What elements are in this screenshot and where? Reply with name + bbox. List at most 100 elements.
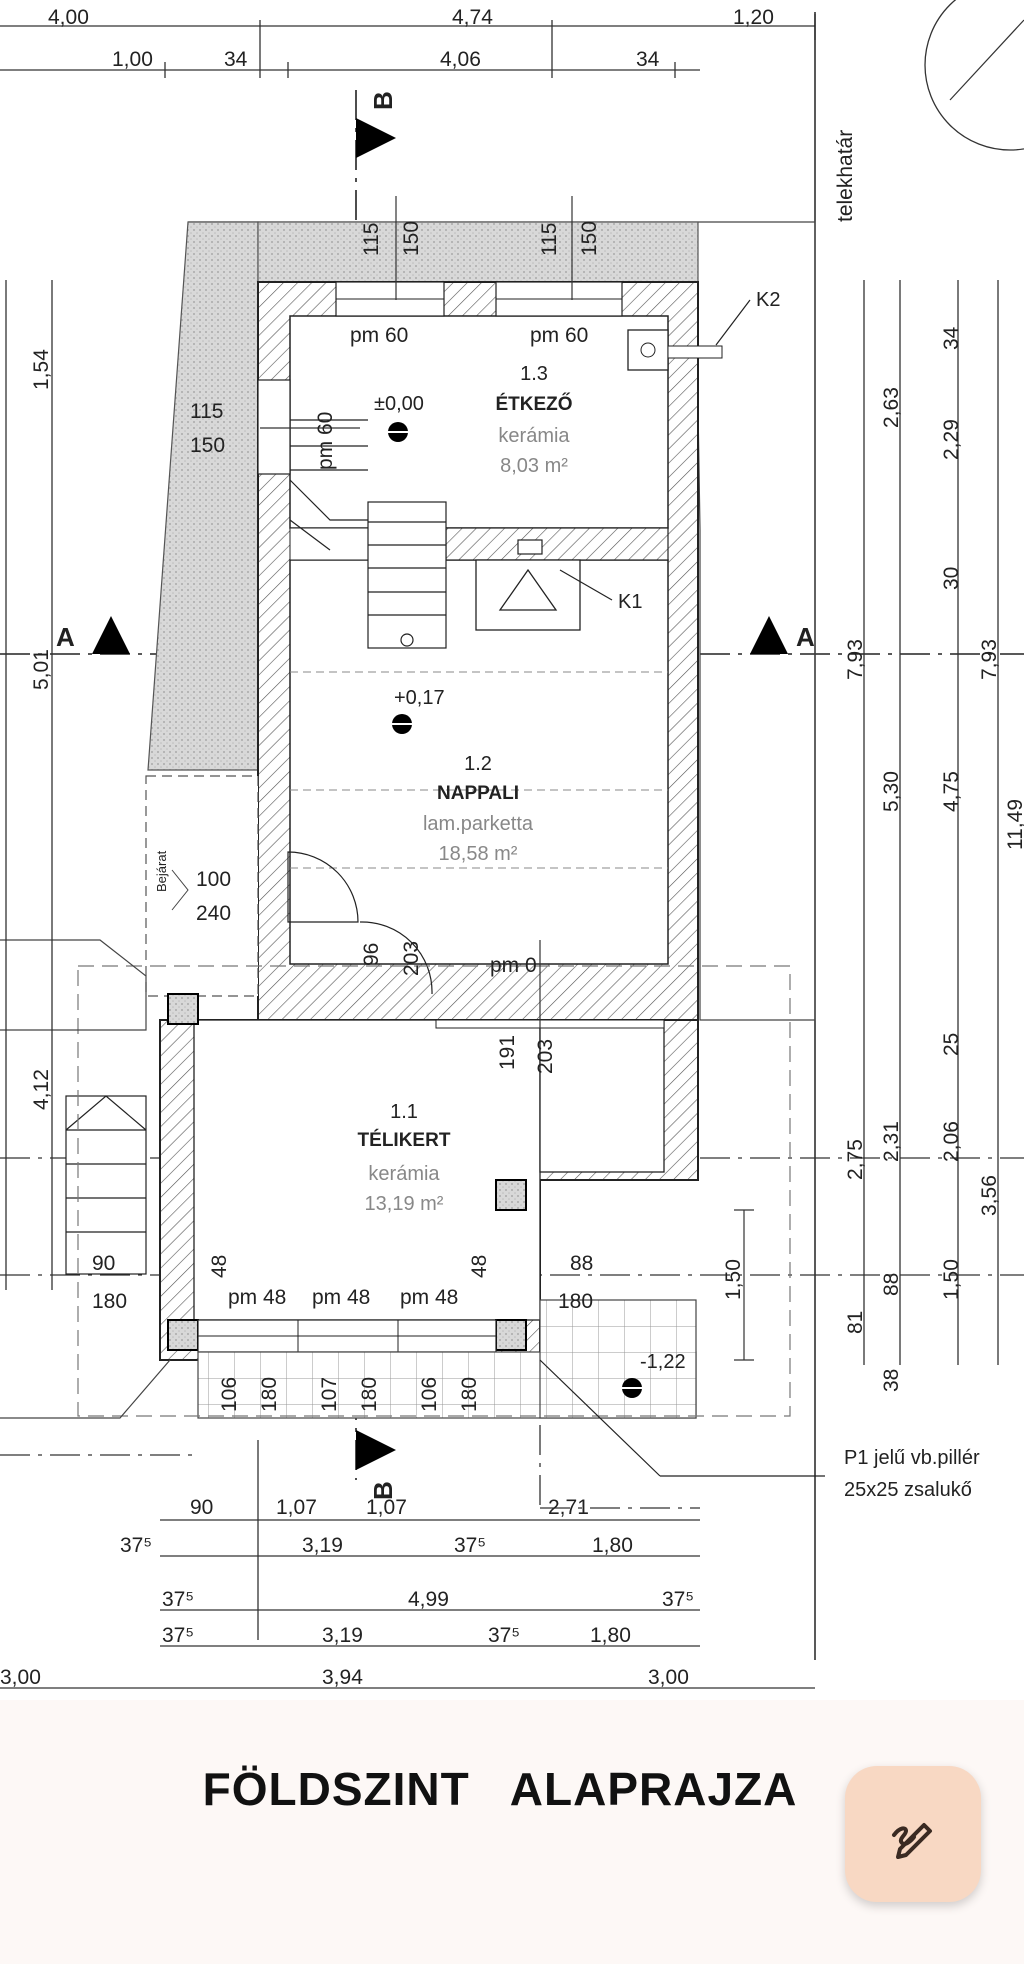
dim-100: 100 [196, 868, 231, 891]
dim-bottom-3-19-a: 3,19 [302, 1534, 343, 1557]
dim-right-7-93-b: 7,93 [978, 639, 1001, 680]
house-walls: K1 K2 Bejárat [0, 221, 816, 1419]
svg-text:TÉLIKERT: TÉLIKERT [358, 1129, 451, 1151]
room-nappali-label: 1.2 NAPPALI lam.parketta 18,58 m² [423, 753, 534, 865]
dim-203-b: 203 [534, 1039, 557, 1074]
dim-bottom-1-07-a: 1,07 [276, 1496, 317, 1519]
dim-bottom-1-80-a: 1,80 [592, 1534, 633, 1557]
floor-plan-canvas[interactable]: 4,00 4,74 1,20 1,00 34 4,06 34 telekhatá… [0, 0, 1024, 1700]
dim-right-2-06: 2,06 [940, 1121, 963, 1162]
dim-150-c: 150 [190, 434, 225, 457]
section-a-right-label: A [796, 622, 815, 652]
svg-text:1.2: 1.2 [464, 753, 492, 775]
dim-106-a: 106 [218, 1377, 241, 1412]
dim-180-b: 180 [558, 1290, 593, 1313]
room-etkezo-label: 1.3 ÉTKEZŐ kerámia 8,03 m² [495, 363, 572, 477]
dim-1-50-a: 1,50 [722, 1259, 745, 1300]
dim-203-a: 203 [400, 941, 423, 976]
dim-right-4-75: 4,75 [940, 771, 963, 812]
pillar-p1-b [167, 1319, 199, 1351]
dim-bottom-3-19-b: 3,19 [322, 1624, 363, 1647]
dim-top-4-00: 4,00 [48, 6, 89, 29]
dim-106-b: 106 [418, 1377, 441, 1412]
chimney-k2 [627, 329, 669, 371]
dim-180-c: 180 [258, 1377, 281, 1412]
dim-180-e: 180 [458, 1377, 481, 1412]
svg-text:ÉTKEZŐ: ÉTKEZŐ [495, 393, 572, 415]
dim-bottom-375-b: 37⁵ [454, 1534, 486, 1557]
dim-right-81: 81 [844, 1311, 867, 1334]
entrance-porch [145, 775, 259, 997]
edit-fab-button[interactable] [845, 1766, 981, 1902]
room-telikert-label: 1.1 TÉLIKERT kerámia 13,19 m² [358, 1101, 451, 1215]
svg-text:+0,17: +0,17 [394, 687, 445, 709]
dim-right-88: 88 [880, 1273, 903, 1296]
dim-pm60-b: pm 60 [530, 324, 588, 347]
dim-150-b: 150 [578, 221, 601, 256]
dim-pm48-c: pm 48 [400, 1286, 458, 1309]
dim-top-4-74: 4,74 [452, 6, 493, 29]
dim-bottom-3-00-a: 3,00 [0, 1666, 41, 1689]
dim-left-5-01: 5,01 [30, 649, 53, 690]
staircase [289, 419, 447, 649]
dim-top-34-b: 34 [636, 48, 660, 71]
dim-240: 240 [196, 902, 231, 925]
tree-symbol [924, 0, 1024, 151]
edit-pencil-icon [892, 1823, 932, 1859]
dim-right-25: 25 [940, 1033, 963, 1056]
dim-right-2-31: 2,31 [880, 1121, 903, 1162]
svg-text:±0,00: ±0,00 [374, 393, 424, 415]
boundary-label: telekhatár [834, 130, 857, 222]
entrance-label: Bejárat [154, 850, 169, 892]
dim-180-d: 180 [358, 1377, 381, 1412]
dim-bottom-375-f: 37⁵ [488, 1624, 520, 1647]
k2-label: K2 [756, 289, 780, 311]
pillar-label-line1: P1 jelű vb.pillér [844, 1447, 980, 1469]
dim-bottom-1-07-b: 1,07 [366, 1496, 407, 1519]
svg-text:13,19 m²: 13,19 m² [365, 1193, 444, 1215]
dim-88: 88 [570, 1252, 593, 1275]
dim-right-3-56: 3,56 [978, 1175, 1001, 1216]
section-a-left-label: A [56, 622, 75, 652]
svg-text:18,58 m²: 18,58 m² [439, 843, 518, 865]
svg-text:kerámia: kerámia [368, 1163, 440, 1185]
dim-bottom-3-94: 3,94 [322, 1666, 363, 1689]
top-dimensions [0, 14, 816, 78]
dim-48-a: 48 [208, 1255, 231, 1278]
dim-top-34-a: 34 [224, 48, 248, 71]
drawing-title: FÖLDSZINT ALAPRAJZA [202, 1763, 798, 1815]
dim-right-7-93-a: 7,93 [844, 639, 867, 680]
dim-top-4-06: 4,06 [440, 48, 481, 71]
svg-text:NAPPALI: NAPPALI [437, 783, 519, 804]
section-a-right-arrow [750, 616, 788, 654]
svg-text:-1,22: -1,22 [640, 1351, 686, 1373]
dim-bottom-3-00-b: 3,00 [648, 1666, 689, 1689]
svg-text:1.3: 1.3 [520, 363, 548, 385]
section-a-left-arrow [92, 616, 130, 654]
dim-96: 96 [360, 943, 383, 966]
section-b-top-arrow [356, 118, 396, 158]
dim-115-c: 115 [190, 400, 223, 423]
dim-right-38: 38 [880, 1369, 903, 1392]
pillar-p1-a [167, 993, 199, 1025]
dim-191: 191 [496, 1035, 519, 1070]
dim-180-a: 180 [92, 1290, 127, 1313]
dim-right-5-30: 5,30 [880, 771, 903, 812]
dim-bottom-90: 90 [190, 1496, 213, 1519]
section-b-top-label: B [368, 91, 398, 110]
dim-pm60-a: pm 60 [350, 324, 408, 347]
dim-bottom-375-c: 37⁵ [162, 1588, 194, 1611]
dim-150-a: 150 [400, 221, 423, 256]
dim-left-4-12: 4,12 [30, 1069, 53, 1110]
dim-left-1-54: 1,54 [30, 349, 53, 390]
section-b-bottom-arrow [356, 1430, 396, 1470]
dim-48-b: 48 [468, 1255, 491, 1278]
svg-text:1.1: 1.1 [390, 1101, 418, 1123]
dim-right-2-29: 2,29 [940, 419, 963, 460]
dim-115-a: 115 [360, 223, 383, 256]
dim-right-30: 30 [940, 567, 963, 590]
dim-bottom-375-e: 37⁵ [162, 1624, 194, 1647]
dim-right-2-63: 2,63 [880, 387, 903, 428]
dim-pm48-b: pm 48 [312, 1286, 370, 1309]
svg-text:8,03 m²: 8,03 m² [500, 455, 568, 477]
